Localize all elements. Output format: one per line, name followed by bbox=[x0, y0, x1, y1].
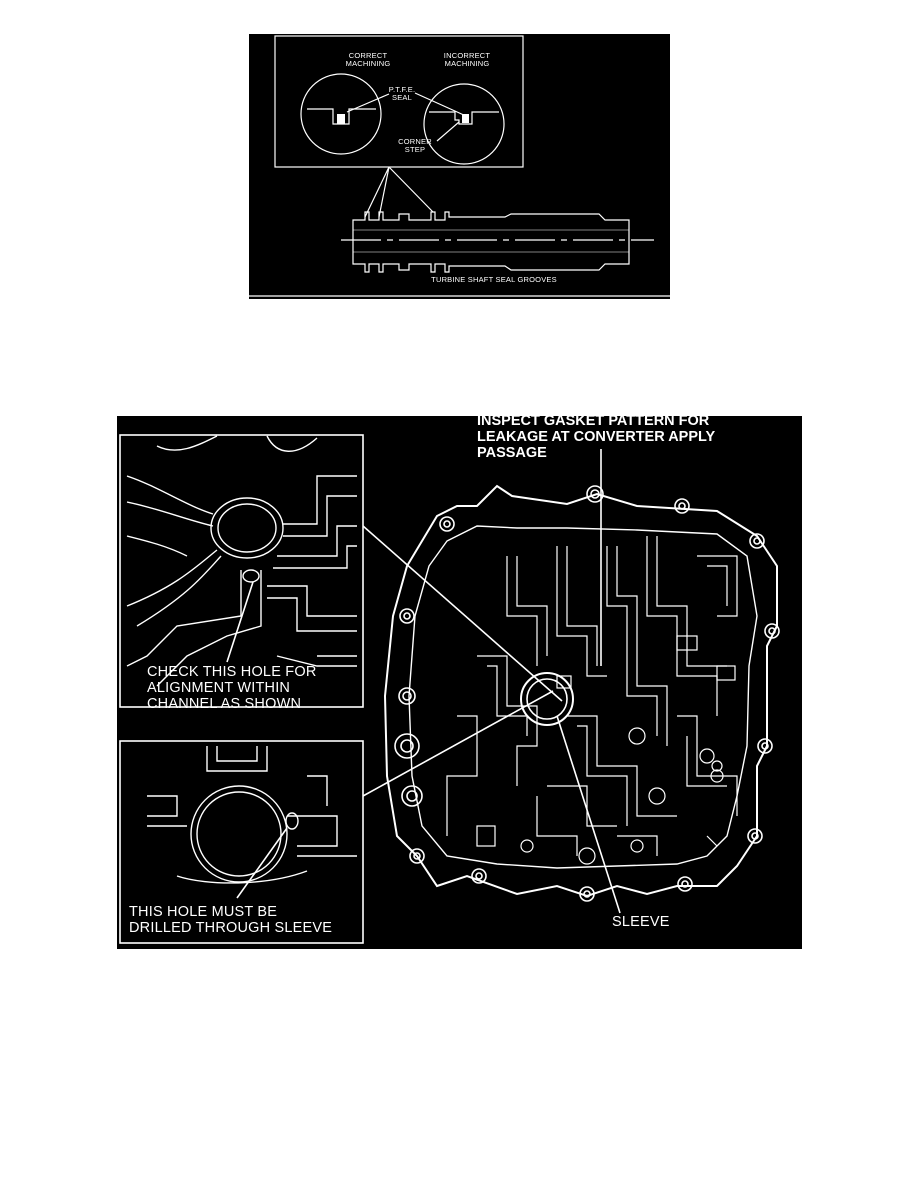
case-cover-drawing bbox=[119, 434, 780, 944]
sleeve-bore bbox=[520, 672, 574, 726]
leader-line bbox=[378, 166, 390, 218]
drill-hole-label: THIS HOLE MUST BE DRILLED THROUGH SLEEVE bbox=[129, 904, 333, 937]
inset-box bbox=[274, 35, 524, 168]
check-hole-leader bbox=[362, 525, 563, 702]
correct-machining-label: CORRECT MACHINING bbox=[345, 51, 391, 68]
seal-groove-drawing bbox=[249, 35, 670, 297]
incorrect-detail-circle bbox=[423, 83, 505, 165]
leader-line bbox=[388, 166, 434, 213]
ptfe-seal-incorrect bbox=[462, 114, 469, 123]
incorrect-machining-label: INCORRECT MACHINING bbox=[443, 51, 491, 68]
upper-inset-box bbox=[119, 434, 364, 708]
case-cover-outline bbox=[383, 484, 778, 898]
corner-step-label: CORNER STEP bbox=[398, 137, 432, 154]
lower-inset-box bbox=[119, 740, 364, 944]
inspect-gasket-label: INSPECT GASKET PATTERN FOR LEAKAGE AT CO… bbox=[477, 413, 716, 461]
seal-groove-figure: CORRECT MACHINING INCORRECT MACHINING P.… bbox=[249, 34, 670, 299]
turbine-shaft-outline bbox=[352, 211, 630, 273]
drill-arrow-leader bbox=[236, 827, 288, 899]
case-cover-figure: INSPECT GASKET PATTERN FOR LEAKAGE AT CO… bbox=[117, 413, 802, 949]
ptfe-seal-label: P.T.F.E. SEAL bbox=[388, 85, 416, 102]
correct-detail-circle bbox=[300, 73, 382, 155]
sleeve-leader bbox=[556, 715, 621, 914]
upper-inset-passages bbox=[126, 435, 357, 687]
lower-inset-passages bbox=[147, 746, 357, 884]
turbine-shaft-caption: TURBINE SHAFT SEAL GROOVES bbox=[431, 275, 557, 284]
ptfe-seal-correct bbox=[337, 114, 345, 124]
check-hole-label: CHECK THIS HOLE FOR ALIGNMENT WITHIN CHA… bbox=[147, 664, 317, 713]
check-arrow-leader bbox=[226, 581, 254, 663]
valve-body-passages bbox=[446, 536, 738, 865]
leader-line bbox=[364, 166, 390, 218]
drill-hole-leader bbox=[362, 690, 554, 797]
sleeve-label: SLEEVE bbox=[612, 914, 670, 930]
